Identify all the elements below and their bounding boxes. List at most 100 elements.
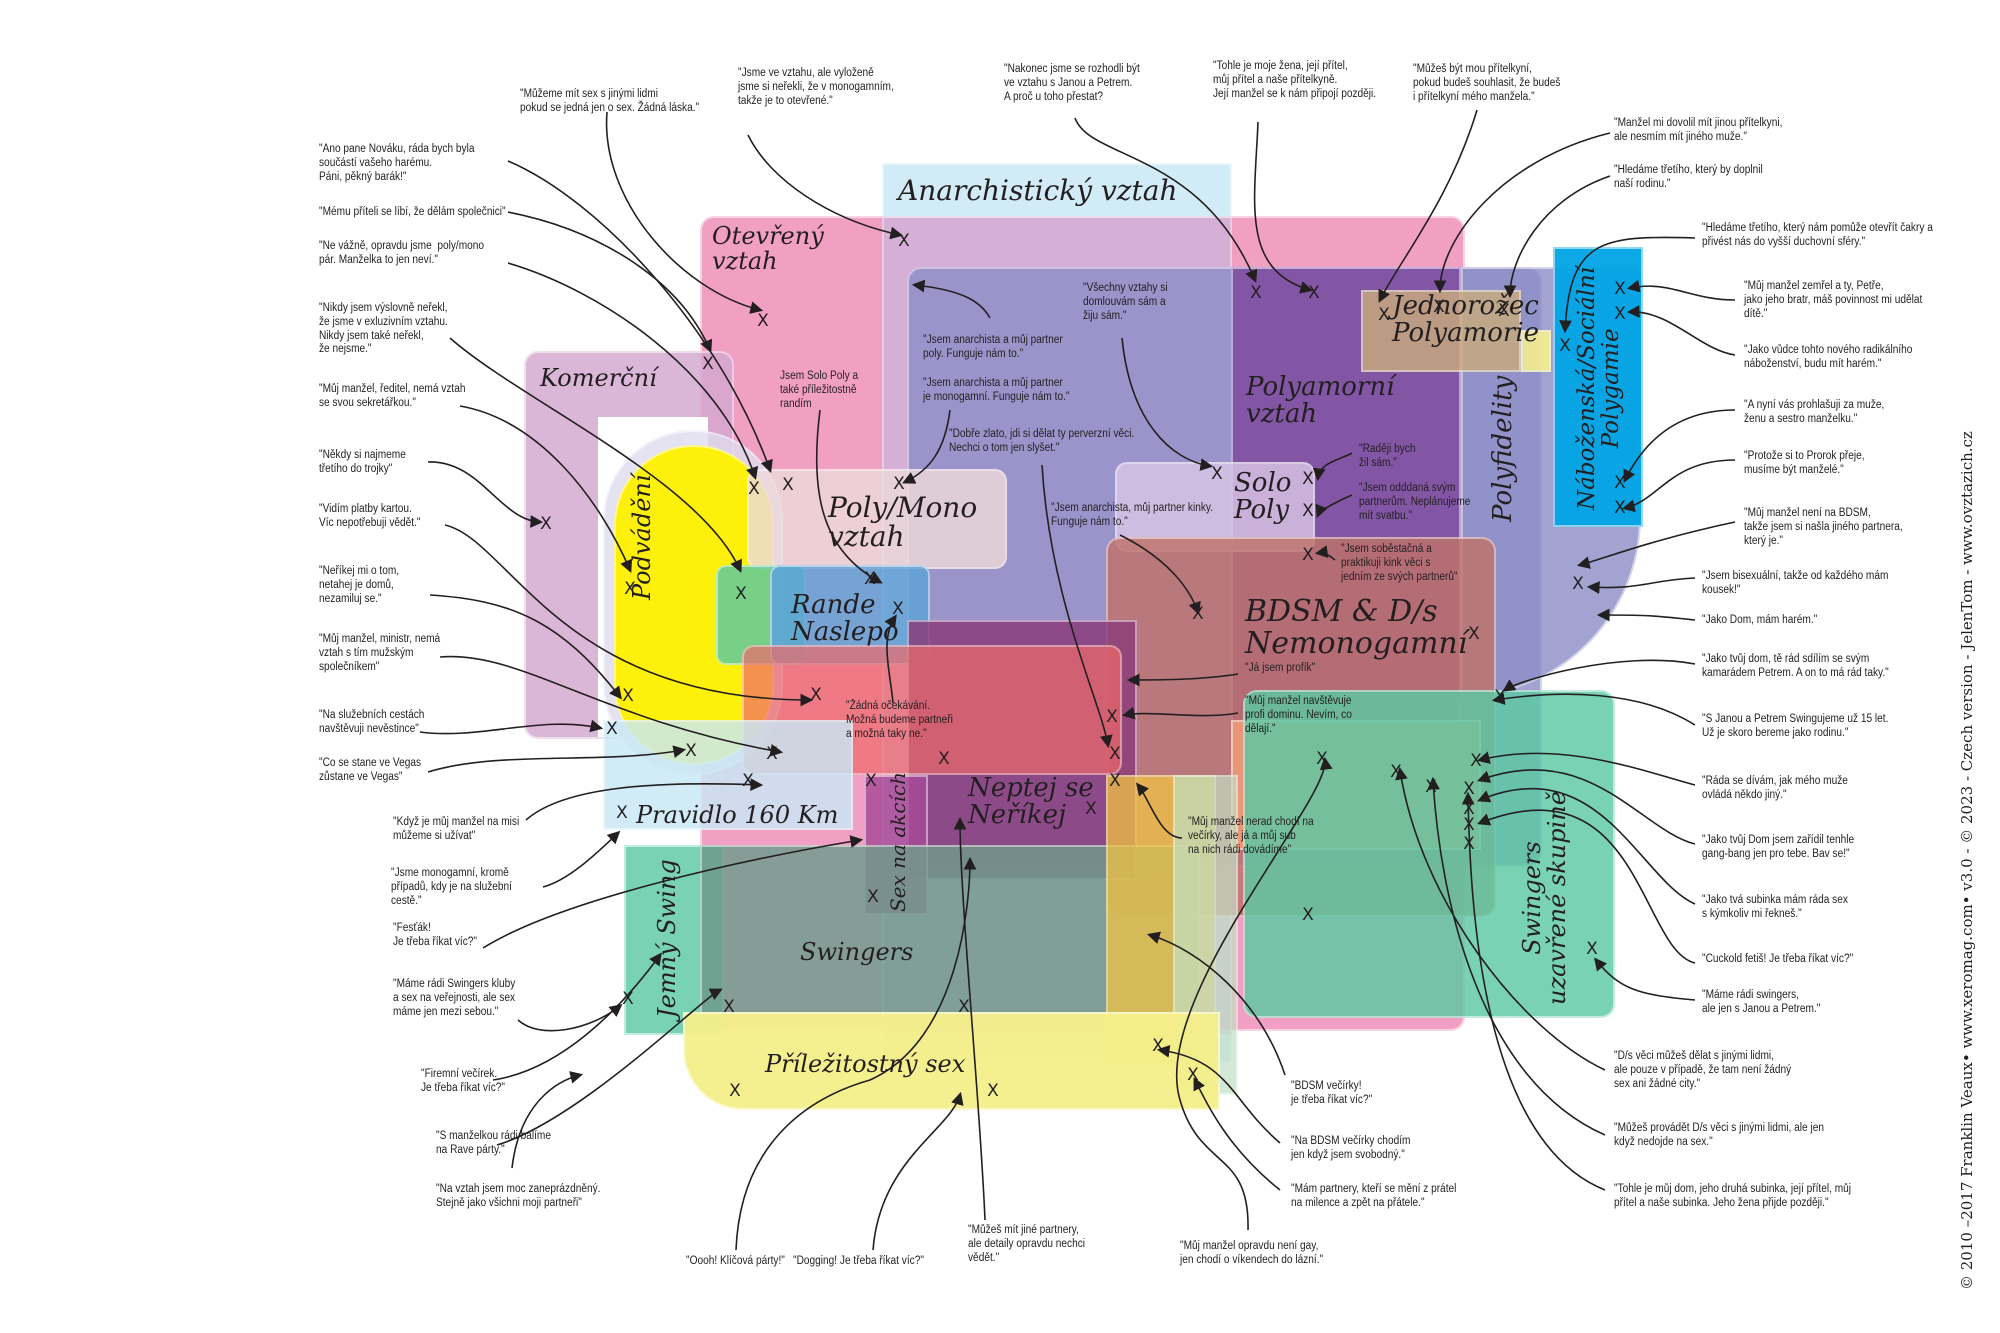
marker-x: X bbox=[864, 569, 876, 589]
quote: "Oooh! Klíčová párty!" bbox=[686, 1255, 785, 1267]
quote: "Jsem soběstačná a praktikuji kink věci … bbox=[1341, 543, 1458, 583]
quote: "Nakonec jsme se rozhodli být ve vztahu … bbox=[1004, 63, 1140, 103]
quote: "Jsem bisexuální, takže od každého mám k… bbox=[1702, 570, 1889, 596]
quote: "Můžeš provádět D/s věci s jinými lidmi,… bbox=[1614, 1122, 1825, 1148]
label-neptej: Neptej se Neříkej bbox=[968, 773, 1094, 831]
label-sexnaakcich: Sex na akcích bbox=[886, 771, 910, 912]
marker-x: X bbox=[1302, 469, 1314, 489]
quote: "Žádná očekávání. Možná budeme partneři … bbox=[846, 700, 953, 740]
arrow bbox=[872, 1091, 964, 1251]
marker-x: X bbox=[892, 599, 904, 619]
label-jednorozec: Jednorožec Polyamorie bbox=[1392, 291, 1540, 349]
quote: "Jako vůdce tohto nového radikálního náb… bbox=[1744, 344, 1913, 370]
marker-x: X bbox=[624, 579, 636, 599]
quote: Jsem Solo Poly a také příležitostně rand… bbox=[780, 370, 859, 410]
quote: "Můj manžel, ředitel, nemá vztah se svou… bbox=[319, 383, 466, 409]
marker-x: X bbox=[702, 354, 714, 374]
label-solopoly: Solo Poly bbox=[1234, 468, 1292, 526]
quote: "Na služebních cestách navštěvuji nevěst… bbox=[319, 709, 425, 735]
marker-x: X bbox=[757, 311, 769, 331]
quote: "Jsem anarchista a můj partner je monoga… bbox=[923, 377, 1070, 403]
quote: "Raději bych žil sám." bbox=[1359, 443, 1416, 469]
marker-x: X bbox=[1494, 687, 1506, 707]
marker-x: X bbox=[1463, 779, 1475, 799]
quote: "Můžeš být mou přítelkyní, pokud budeš s… bbox=[1413, 63, 1561, 103]
marker-x: X bbox=[1308, 283, 1320, 303]
quote: "Můžeš mít jiné partnery, ale detaily op… bbox=[968, 1224, 1086, 1264]
quote: "Hledáme třetího, který by doplnil naší … bbox=[1614, 164, 1763, 190]
label-komercni: Komerční bbox=[540, 364, 657, 392]
quote: "Manžel mi dovolil mít jinou přítelkyni,… bbox=[1614, 117, 1783, 143]
marker-x: X bbox=[748, 479, 760, 499]
marker-x: X bbox=[1559, 336, 1571, 356]
arrow bbox=[1626, 279, 1736, 301]
quote: "Jsme ve vztahu, ale vyloženě jsme si ne… bbox=[738, 67, 894, 107]
marker-x: X bbox=[1390, 762, 1402, 782]
quote: "Nikdy jsem výslovně neřekl, že jsme v e… bbox=[319, 302, 448, 356]
arrow bbox=[1626, 305, 1736, 356]
label-otevreny: Otevřený vztah bbox=[712, 222, 824, 276]
marker-x: X bbox=[1211, 464, 1223, 484]
marker-x: X bbox=[1378, 305, 1390, 325]
marker-x: X bbox=[810, 685, 822, 705]
label-pravidlo: Pravidlo 160 Km bbox=[636, 801, 839, 829]
quote: "Na vztah jsem moc zaneprázdněný. Stejně… bbox=[436, 1183, 601, 1209]
marker-x: X bbox=[1614, 498, 1626, 518]
quote: "Můj manžel nerad chodí na večírky, ale … bbox=[1188, 816, 1314, 856]
quote: "Neříkej mi o tom, netahej je domů, neza… bbox=[319, 565, 400, 605]
quote: "Můj manžel opravdu není gay, jen chodí … bbox=[1180, 1240, 1324, 1266]
quote: "Můj manžel není na BDSM, takže jsem si … bbox=[1744, 507, 1903, 547]
marker-x: X bbox=[1152, 1036, 1164, 1056]
quote: "Firemní večírek. Je třeba říkat víc?" bbox=[421, 1068, 506, 1094]
quote: "A nyní vás prohlašuji za muže, ženu a s… bbox=[1744, 399, 1885, 425]
quote: "Cuckold fetiš! Je třeba říkat víc?" bbox=[1702, 953, 1854, 965]
quote: "Tohle je můj dom, jeho druhá subinka, j… bbox=[1614, 1183, 1852, 1209]
label-polyfidelity: Polyfidelity bbox=[1488, 375, 1518, 522]
quote: "Ano pane Nováku, ráda bych byla součást… bbox=[319, 143, 475, 183]
quote: "Můj manžel, ministr, nemá vztah s tím m… bbox=[319, 633, 441, 673]
quote: "Jsme monogamní, kromě případů, kdy je n… bbox=[391, 867, 512, 907]
label-uzavrene: Swingers uzavřené skupině bbox=[1518, 791, 1572, 1005]
quote: "Můj manžel navštěvuje profi dominu. Nev… bbox=[1245, 695, 1352, 735]
quote: "Jako tvůj dom, tě rád sdílím se svým ka… bbox=[1702, 653, 1889, 679]
quote: "Fesťák! Je třeba říkat víc?" bbox=[393, 922, 478, 948]
arrow bbox=[517, 1004, 623, 1032]
quote: "Hledáme třetího, který nám pomůže otevř… bbox=[1702, 222, 1933, 248]
quote: "Jako tvůj Dom jsem zařídil tenhle gang-… bbox=[1702, 834, 1855, 860]
marker-x: X bbox=[540, 514, 552, 534]
quote: "Máme rádi Swingers kluby a sex na veřej… bbox=[393, 978, 516, 1018]
quote: "S Janou a Petrem Swingujeme už 15 let. … bbox=[1702, 713, 1889, 739]
quote: "Jsem anarchista a můj partner poly. Fun… bbox=[923, 334, 1063, 360]
quote: "D/s věci můžeš dělat s jinými lidmi, al… bbox=[1614, 1050, 1792, 1090]
marker-x: X bbox=[1109, 744, 1121, 764]
quote: "Dogging! Je třeba říkat víc?" bbox=[793, 1255, 924, 1267]
marker-x: X bbox=[742, 771, 754, 791]
marker-x: X bbox=[1425, 777, 1437, 797]
marker-x: X bbox=[1572, 574, 1584, 594]
region-jednorozec-tab bbox=[1521, 330, 1551, 372]
marker-x: X bbox=[1085, 799, 1097, 819]
quote: "Můj manžel zemřel a ty, Petře, jako jeh… bbox=[1744, 280, 1923, 320]
label-swingers: Swingers bbox=[800, 938, 914, 966]
label-jemny: Jemný Swing bbox=[653, 859, 681, 1018]
arrow bbox=[542, 830, 621, 888]
quote: "Co se stane ve Vegas zůstane ve Vegas" bbox=[319, 757, 422, 783]
marker-x: X bbox=[782, 475, 794, 495]
quote: "Ráda se dívám, jak mého muže ovládá něk… bbox=[1702, 775, 1848, 801]
marker-x: X bbox=[1463, 815, 1475, 835]
marker-x: X bbox=[606, 719, 618, 739]
marker-x: X bbox=[1106, 707, 1118, 727]
quote: "Můžeme mít sex s jinými lidmi pokud se … bbox=[520, 88, 700, 114]
quote: "Někdy si najmeme třetího do trojky" bbox=[319, 449, 406, 475]
quote: "Jsem odddaná svým partnerům. Neplánujem… bbox=[1359, 482, 1471, 522]
marker-x: X bbox=[735, 584, 747, 604]
marker-x: X bbox=[1433, 297, 1445, 317]
marker-x: X bbox=[729, 1081, 741, 1101]
marker-x: X bbox=[1614, 473, 1626, 493]
marker-x: X bbox=[1302, 905, 1314, 925]
arrow bbox=[1596, 608, 1696, 622]
label-prilezitostny: Příležitostný sex bbox=[765, 1050, 966, 1078]
quote: "Mému příteli se líbí, že dělám společni… bbox=[319, 206, 506, 218]
quote: "Máme rádi swingers, ale jen s Janou a P… bbox=[1702, 989, 1821, 1015]
